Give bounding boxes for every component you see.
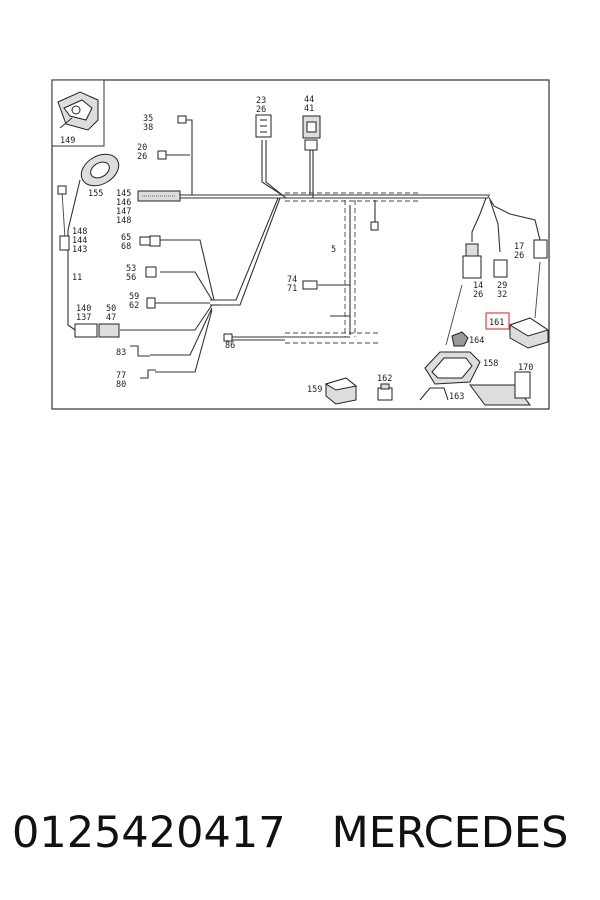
- label-35: 35: [143, 114, 153, 124]
- label-148b: 148: [72, 227, 87, 237]
- connector-74-icon: [302, 280, 318, 290]
- connector-29-icon: [493, 259, 508, 278]
- caption: 0125420417 MERCEDES: [12, 798, 592, 868]
- label-71: 71: [287, 284, 297, 294]
- label-162: 162: [377, 374, 392, 384]
- label-14: 14: [473, 281, 483, 291]
- label-164: 164: [469, 336, 484, 346]
- label-158: 158: [483, 359, 498, 369]
- label-5: 5: [331, 245, 336, 255]
- label-86: 86: [225, 341, 235, 351]
- connector-59-icon: [146, 297, 156, 309]
- part-159-icon: [324, 377, 358, 405]
- label-56: 56: [126, 273, 136, 283]
- label-26b: 26: [256, 105, 266, 115]
- part-149-icon: [57, 91, 99, 131]
- connector-5-icon: [370, 221, 379, 231]
- label-62: 62: [129, 301, 139, 311]
- label-163: 163: [449, 392, 464, 402]
- connector-77-icon: [140, 369, 156, 379]
- part-158-icon: [424, 351, 481, 385]
- label-38: 38: [143, 123, 153, 133]
- connector-86-icon: [223, 333, 233, 342]
- label-146: 146: [116, 198, 131, 208]
- diagram-labels: 149 35 38 20 26 23 26 44 41 155 145 146 …: [60, 95, 533, 402]
- label-59: 59: [129, 292, 139, 302]
- label-137: 137: [76, 313, 91, 323]
- connector-83-icon: [130, 345, 150, 357]
- label-149: 149: [60, 136, 75, 146]
- part-163-icon: [419, 387, 449, 401]
- part-164-icon: [451, 331, 469, 347]
- label-148a: 148: [116, 216, 131, 226]
- connector-148-icon: [59, 235, 70, 251]
- label-68: 68: [121, 242, 131, 252]
- label-11: 11: [72, 273, 82, 283]
- label-143: 143: [72, 245, 87, 255]
- label-44: 44: [304, 95, 314, 105]
- connector-14-icon: [462, 243, 482, 279]
- label-65: 65: [121, 233, 131, 243]
- connector-17-icon: [533, 239, 548, 259]
- label-74: 74: [287, 275, 297, 285]
- label-161: 161: [489, 318, 504, 328]
- part-170-icon: [469, 371, 531, 406]
- label-80: 80: [116, 380, 126, 390]
- part-number: 0125420417: [12, 808, 286, 858]
- connector-44-icon: [302, 115, 321, 151]
- connector-140-icon: [74, 323, 120, 338]
- label-26d: 26: [514, 251, 524, 261]
- part-161-icon: [508, 317, 550, 349]
- label-83: 83: [116, 348, 126, 358]
- wiring-harness-diagram: 149 35 38 20 26 23 26 44 41 155 145 146 …: [51, 79, 550, 410]
- label-32: 32: [497, 290, 507, 300]
- label-159: 159: [307, 385, 322, 395]
- connector-145-icon: [137, 190, 181, 202]
- label-140: 140: [76, 304, 91, 314]
- connector-23-icon: [255, 114, 272, 138]
- label-147: 147: [116, 207, 131, 217]
- connector-65-icon: [139, 235, 161, 247]
- highlight-161: [485, 312, 510, 330]
- label-23: 23: [256, 96, 266, 106]
- label-77: 77: [116, 371, 126, 381]
- label-155: 155: [88, 189, 103, 199]
- connector-53-icon: [145, 266, 157, 278]
- label-170: 170: [518, 363, 533, 373]
- label-53: 53: [126, 264, 136, 274]
- connector-20-icon: [157, 150, 167, 160]
- label-144: 144: [72, 236, 87, 246]
- part-155-icon: [57, 153, 120, 195]
- label-26c: 26: [473, 290, 483, 300]
- part-162-icon: [377, 383, 393, 401]
- main-harness-wires: [61, 119, 541, 373]
- brand-name: MERCEDES: [331, 808, 569, 858]
- label-47: 47: [106, 313, 116, 323]
- label-20: 20: [137, 143, 147, 153]
- connector-35-icon: [177, 115, 187, 124]
- label-50: 50: [106, 304, 116, 314]
- label-29: 29: [497, 281, 507, 291]
- label-26a: 26: [137, 152, 147, 162]
- label-17: 17: [514, 242, 524, 252]
- label-145: 145: [116, 189, 131, 199]
- label-41: 41: [304, 104, 314, 114]
